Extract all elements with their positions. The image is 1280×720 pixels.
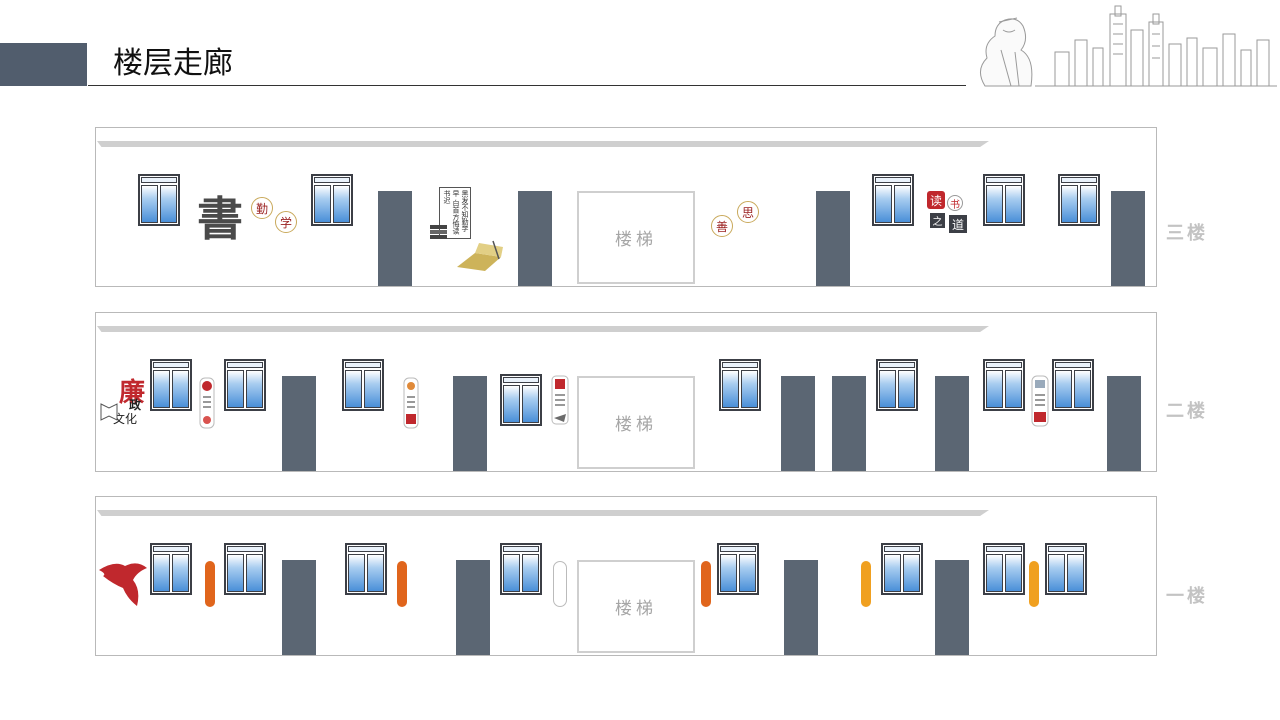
window — [983, 543, 1025, 595]
ceiling-band — [95, 127, 1157, 143]
open-book-icon — [100, 403, 118, 421]
window — [1058, 174, 1100, 226]
stair-label: 楼梯 — [615, 599, 657, 619]
poem-panel: 黑发不知勤学早 白首方悔读书迟 — [439, 187, 471, 239]
classroom-door — [456, 560, 490, 655]
shan-seal: 善 — [711, 215, 733, 237]
floor-1-corridor: 楼梯 — [95, 496, 1157, 656]
poem-line-2: 白首方悔读书迟 — [443, 190, 460, 235]
window — [876, 359, 918, 411]
banner-panel — [397, 561, 407, 607]
window — [342, 359, 384, 411]
header-block — [0, 43, 87, 86]
ceiling-ledge — [97, 326, 989, 332]
window — [983, 359, 1025, 411]
stairwell: 楼梯 — [577, 191, 695, 284]
book-stack-icon — [430, 225, 447, 239]
banner-panel — [701, 561, 711, 607]
page-title: 楼层走廊 — [113, 46, 233, 81]
banner-panel — [861, 561, 871, 607]
stair-label: 楼梯 — [615, 415, 657, 435]
classroom-door — [832, 376, 866, 471]
window — [150, 359, 192, 411]
classroom-door — [518, 191, 552, 286]
classroom-door — [935, 376, 969, 471]
ceiling-ledge — [97, 141, 989, 147]
window — [1052, 359, 1094, 411]
xue-seal: 学 — [275, 211, 297, 233]
classroom-door — [781, 376, 815, 471]
open-book-icon — [457, 240, 503, 271]
stairwell: 楼梯 — [577, 376, 695, 469]
si-seal: 思 — [737, 201, 759, 223]
poster-panel — [199, 377, 215, 429]
classroom-door — [1111, 191, 1145, 286]
window — [500, 543, 542, 595]
ceiling-band — [95, 312, 1157, 328]
floor-3-corridor: 書 勤 学 黑发不知勤学早 白首方悔读书迟 楼梯 善 思 读 书 之 道 — [95, 127, 1157, 287]
window — [345, 543, 387, 595]
floor-label-3: 三楼 — [1166, 223, 1208, 244]
header-rule — [88, 85, 966, 86]
window — [138, 174, 180, 226]
ceiling-ledge — [97, 510, 989, 516]
banner-panel — [553, 561, 567, 607]
poster-panel — [1031, 375, 1049, 427]
floor-2-corridor: 廉 政 文化 楼梯 — [95, 312, 1157, 472]
window — [983, 174, 1025, 226]
skyline-illustration — [980, 5, 1277, 87]
classroom-door — [282, 560, 316, 655]
stair-label: 楼梯 — [615, 230, 657, 250]
poster-panel — [551, 375, 569, 425]
window — [224, 359, 266, 411]
banner-panel — [1029, 561, 1039, 607]
classroom-door — [816, 191, 850, 286]
window — [1045, 543, 1087, 595]
qin-seal: 勤 — [251, 197, 273, 219]
window — [150, 543, 192, 595]
du-tile: 读 — [927, 191, 945, 209]
stairwell: 楼梯 — [577, 560, 695, 653]
dao-tile: 道 — [949, 215, 967, 233]
classroom-door — [1107, 376, 1141, 471]
banner-panel — [205, 561, 215, 607]
window — [881, 543, 923, 595]
classroom-door — [935, 560, 969, 655]
classroom-door — [453, 376, 487, 471]
shu-tile: 书 — [947, 195, 963, 211]
lian-character: 廉 — [119, 378, 146, 408]
poster-panel — [403, 377, 419, 429]
red-emblem-graphic — [99, 563, 147, 606]
window — [717, 543, 759, 595]
classroom-door — [784, 560, 818, 655]
window — [311, 174, 353, 226]
zheng-character: 政 — [129, 398, 142, 412]
classroom-door — [378, 191, 412, 286]
zhi-tile: 之 — [930, 213, 945, 228]
shu-calligraphy: 書 — [197, 192, 243, 246]
classroom-door — [282, 376, 316, 471]
window — [224, 543, 266, 595]
floor-label-1: 一楼 — [1166, 586, 1208, 607]
wenhua-characters: 文化 — [113, 412, 138, 426]
poem-line-1: 黑发不知勤学早 — [452, 190, 469, 232]
window — [500, 374, 542, 426]
floor-label-2: 二楼 — [1166, 401, 1208, 422]
window — [719, 359, 761, 411]
window — [872, 174, 914, 226]
ceiling-band — [95, 496, 1157, 512]
